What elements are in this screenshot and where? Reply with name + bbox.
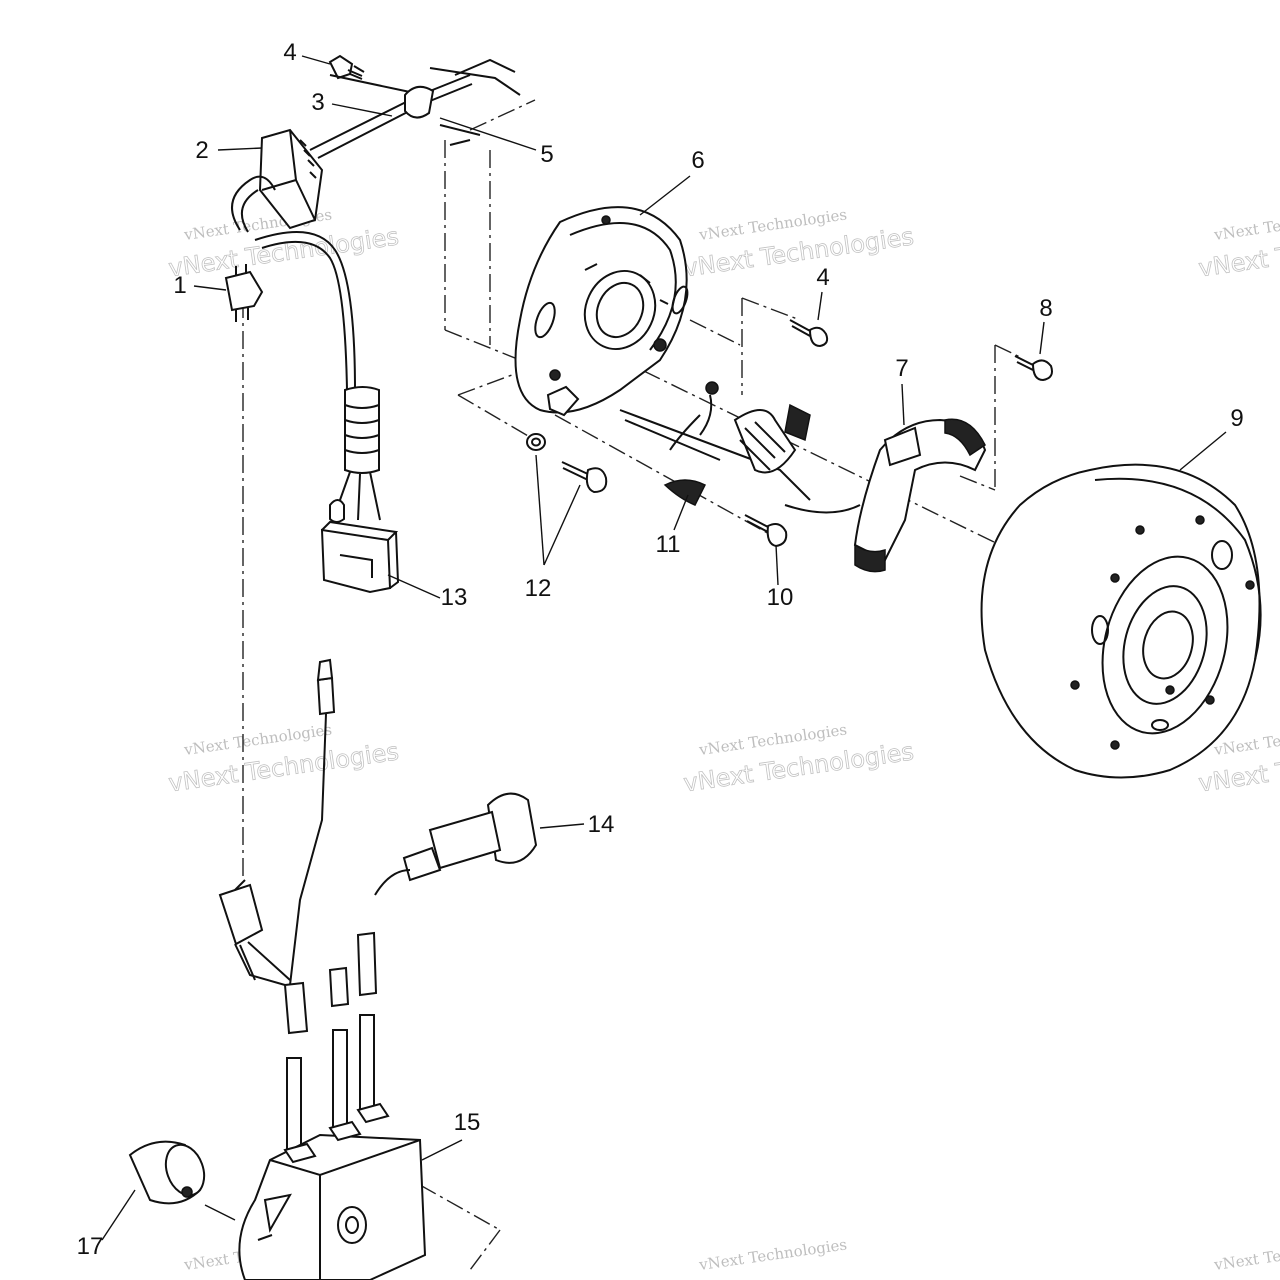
part-spark-plug-cap-14 — [374, 792, 538, 896]
callout-c14: 14 — [588, 811, 615, 838]
callout-c10: 10 — [767, 584, 794, 611]
watermark: vNext Technologies vNext Technologies — [681, 205, 915, 282]
part-screw-10 — [744, 514, 788, 548]
callout-c12: 12 — [525, 575, 552, 602]
part-screw-4 — [789, 319, 829, 348]
part-wire-connector-upper — [289, 658, 336, 986]
svg-text:vNext Technologies: vNext Technologies — [697, 1235, 848, 1274]
callout-c17: 17 — [77, 1233, 104, 1260]
callout-c13: 13 — [441, 584, 468, 611]
part-connector-13 — [320, 520, 400, 594]
part-screw-8 — [1014, 355, 1053, 382]
part-stator-plate — [514, 206, 689, 417]
callout-c2: 2 — [195, 137, 208, 164]
part-connector-1 — [224, 175, 356, 391]
part-flywheel-9 — [980, 463, 1262, 779]
watermark: vNext Technologies — [697, 1235, 848, 1274]
watermark: vNext Technologies vNext Technologies — [681, 720, 915, 797]
part-pickup-coil-7 — [784, 418, 987, 573]
part-cap-17 — [128, 1140, 206, 1205]
callout-c7: 7 — [895, 355, 908, 382]
callout-c4a: 4 — [283, 39, 296, 66]
part-terminals — [283, 931, 378, 1159]
watermark: vNext Technologies vNext Technologies — [1196, 205, 1280, 282]
callout-c3: 3 — [311, 89, 324, 116]
callout-c5: 5 — [540, 141, 553, 168]
part-wire-harness-top — [309, 58, 521, 159]
part-regulator — [258, 128, 324, 230]
svg-text:vNext Technologies: vNext Technologies — [1212, 1235, 1280, 1274]
callout-c9: 9 — [1230, 405, 1243, 432]
part-wire-bundle — [329, 386, 381, 523]
callout-c15: 15 — [454, 1109, 481, 1136]
part-ignition-coil-15 — [238, 1102, 427, 1280]
callout-c1: 1 — [173, 272, 186, 299]
leader-lines — [101, 55, 1227, 1241]
svg-text:vNext Technologies: vNext Technologies — [1212, 205, 1280, 244]
assembly-lines — [242, 99, 1021, 1271]
watermark: vNext Technologies — [1212, 1235, 1280, 1274]
part-screw-12 — [526, 433, 608, 494]
callout-c11: 11 — [656, 531, 681, 558]
callout-c6: 6 — [691, 147, 704, 174]
part-screw-top — [328, 54, 365, 80]
part-lighting-coil-11 — [619, 381, 811, 506]
watermark: vNext Technologies vNext Technologies — [166, 720, 400, 797]
callout-c8: 8 — [1039, 295, 1052, 322]
callout-c4b: 4 — [816, 264, 829, 291]
part-connector-lower — [218, 879, 291, 986]
